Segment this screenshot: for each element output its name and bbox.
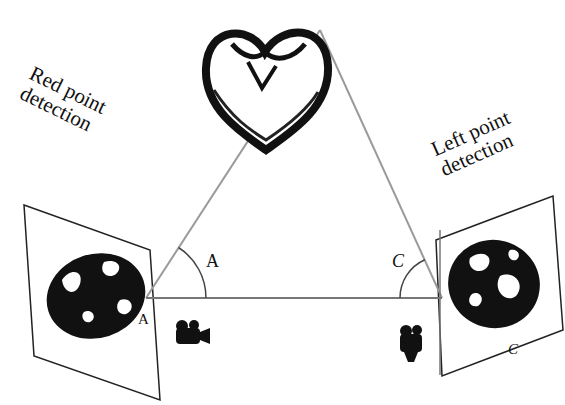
camera-lens: [404, 352, 418, 362]
view-title: Left point detection: [428, 96, 545, 180]
camera-reel: [412, 325, 422, 335]
heart-image-highlight: [498, 275, 520, 299]
heart-image-highlight: [508, 250, 518, 261]
left-image-plane: [24, 205, 160, 400]
angle-arc: [179, 248, 207, 299]
baseline: [146, 297, 442, 299]
heart-object: [206, 32, 328, 150]
heart-sketch: [232, 44, 305, 58]
heart-image-highlight: [82, 311, 93, 322]
heart-image-blob: [35, 241, 156, 352]
angle-label: A: [206, 252, 219, 271]
plane-edge-line: [439, 230, 441, 375]
camera-lens: [200, 328, 210, 344]
camera-reel: [189, 320, 199, 330]
ray-line: [320, 30, 442, 298]
right-image-plane: [436, 196, 563, 376]
camera-body: [400, 334, 422, 352]
heart-image-blob: [438, 230, 550, 339]
heart-sketch: [248, 62, 276, 88]
camera-label: C: [508, 342, 518, 358]
camera-reel: [176, 320, 188, 332]
camera-icon: [400, 325, 422, 362]
heart-outline: [206, 32, 328, 150]
heart-sketch: [214, 90, 318, 140]
right-heart-image: [438, 230, 550, 339]
heart-image-highlight: [102, 261, 119, 276]
heart-image-highlight: [117, 299, 132, 314]
camera-label: A: [138, 312, 149, 328]
camera-reel: [400, 325, 412, 337]
left-heart-image: [35, 241, 156, 352]
camera-icon: [176, 320, 210, 344]
view-title: Red point detection: [17, 62, 123, 144]
heart-image-highlight: [469, 254, 489, 271]
heart-image-highlight: [469, 293, 482, 306]
heart-image-highlight: [62, 272, 81, 292]
angle-label: C: [392, 252, 404, 271]
